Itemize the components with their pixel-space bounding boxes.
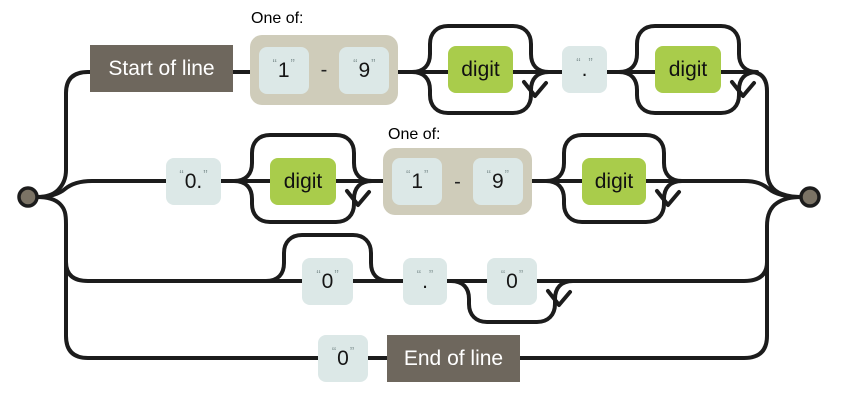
literal-char: 0 [506,270,518,293]
open-quote: “ [416,267,422,282]
literal-box: “0” [487,258,537,305]
literal-char: 9 [358,58,371,82]
charclass-group: “1” - “9” [250,35,398,105]
close-quote: ” [428,267,434,282]
literal-box: “0” [318,335,368,382]
close-quote: ” [504,167,510,182]
start-of-line-anchor: Start of line [90,45,233,92]
open-quote: “ [486,167,491,182]
one-of-label: One of: [388,126,441,143]
range-dash: - [454,170,461,193]
rule-box-digit: digit [655,46,721,93]
literal-char: . [422,270,428,293]
literal-box: “.” [403,258,447,305]
literal-char: 9 [491,170,504,193]
literal-box: “9” [339,46,390,94]
loop-arrow-icon [522,80,548,98]
literal-char: 1 [411,170,423,193]
rule-box-digit: digit [582,158,646,205]
literal-box: “0.” [166,158,221,205]
literal-char: 0. [184,170,203,193]
close-quote: ” [588,55,593,70]
literal-box: “0” [302,258,353,305]
open-quote: “ [500,267,506,282]
loop-arrow-icon [546,289,572,307]
branch2-digit2-loop [544,133,684,224]
close-quote: ” [334,267,339,282]
branch1-entry-line [35,70,90,199]
rule-box-digit: digit [448,46,513,93]
rule-box-digit: digit [270,158,336,205]
branch1-digit2-loop [617,24,759,115]
end-of-line-anchor: End of line [387,335,520,382]
open-quote: “ [576,55,581,70]
close-quote: ” [518,267,524,282]
literal-char: . [581,58,588,81]
literal-box: “9” [472,158,523,205]
open-quote: “ [353,55,358,71]
literal-char: 0 [321,270,334,293]
branch1-digit1-loop [410,24,551,115]
close-quote: ” [371,55,376,71]
open-quote: “ [405,167,411,182]
branch3-zero-optional-arc [264,233,391,283]
branch3-zero-repeat-loop [449,279,575,324]
close-quote: ” [349,344,355,359]
literal-box: “.” [562,46,607,93]
literal-box: “1” [258,46,309,94]
literal-box: “1” [392,158,443,205]
open-quote: “ [316,267,321,282]
literal-char: 1 [277,58,290,82]
loop-arrow-icon [345,189,371,207]
range-dash: - [320,59,328,81]
open-quote: “ [179,167,184,182]
branch2-digit1-loop [232,133,374,224]
start-node [17,186,39,208]
one-of-label: One of: [251,10,304,27]
loop-arrow-icon [730,80,756,98]
open-quote: “ [331,344,337,359]
charclass-group: “1” - “9” [383,148,532,215]
end-node [799,186,821,208]
loop-arrow-icon [655,189,681,207]
open-quote: “ [272,55,277,71]
close-quote: ” [203,167,208,182]
close-quote: ” [424,167,429,182]
literal-char: 0 [337,347,349,370]
close-quote: ” [290,55,295,71]
